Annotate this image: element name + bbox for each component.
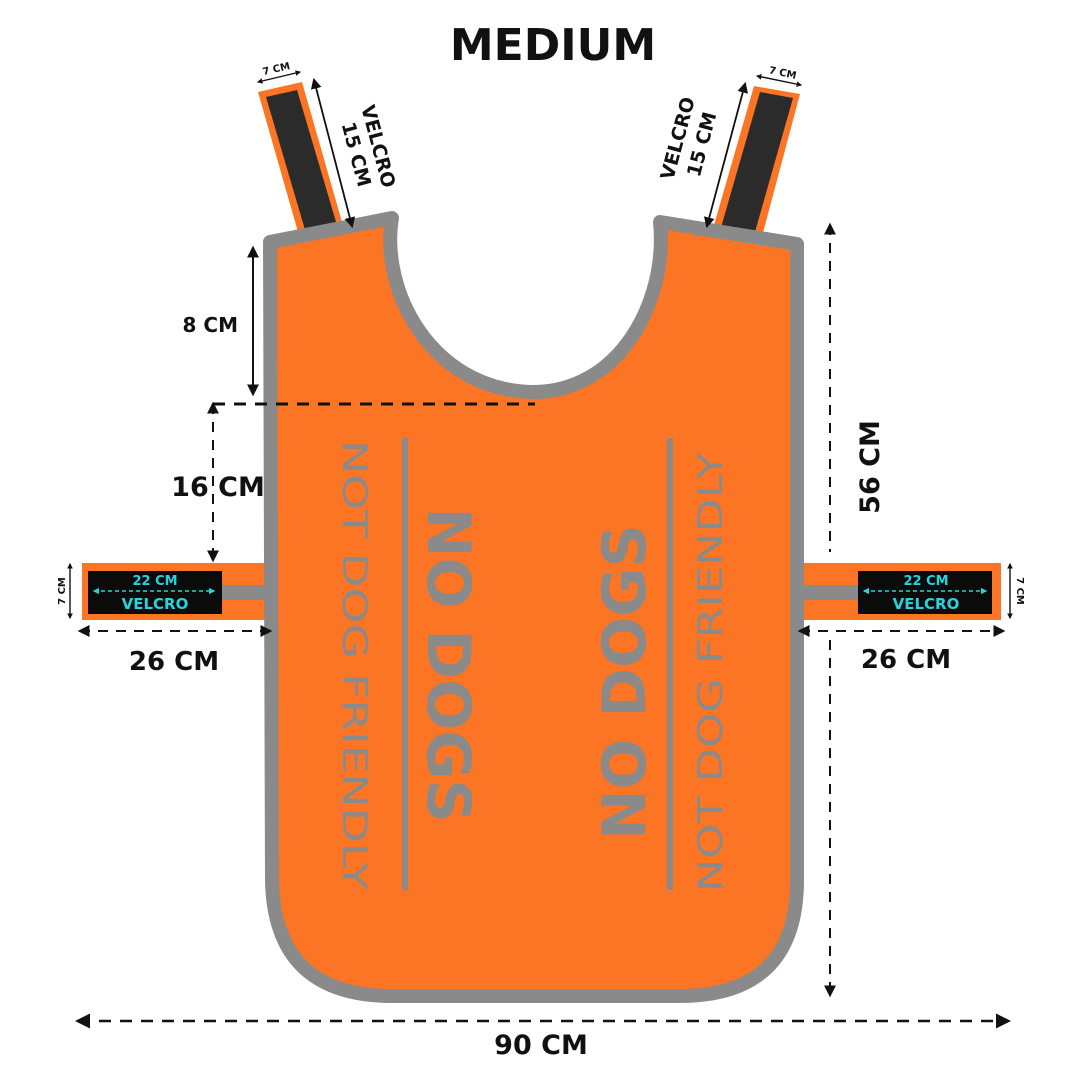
right-side-width-dims: 7 CM xyxy=(1007,562,1025,620)
vest-print-left: NO DOGS NOT DOG FRIENDLY xyxy=(334,438,483,890)
total-length-label: 56 CM xyxy=(855,420,886,514)
left-side-width-dims: 7 CM xyxy=(57,562,73,620)
left-side-velcro-word: VELCRO xyxy=(122,595,189,613)
left-panel-subline: NOT DOG FRIENDLY xyxy=(334,440,374,890)
left-shoulder-strap xyxy=(258,82,346,246)
right-side-strap: 22 CM VELCRO xyxy=(795,563,1001,620)
vest-body xyxy=(263,211,804,1003)
right-panel-headline: NO DOGS xyxy=(590,524,660,839)
chest-to-strap-label: 16 CM xyxy=(171,472,265,503)
neck-depth-label: 8 CM xyxy=(183,313,238,337)
right-panel-subline: NOT DOG FRIENDLY xyxy=(691,452,731,892)
right-side-velcro-word: VELCRO xyxy=(893,595,960,613)
right-side-width-label: 7 CM xyxy=(1014,577,1025,605)
right-side-length-label: 26 CM xyxy=(861,645,951,675)
left-panel-headline: NO DOGS xyxy=(413,507,483,822)
left-side-length-label: 26 CM xyxy=(129,647,219,677)
right-side-velcro-length: 22 CM xyxy=(903,574,948,589)
right-shoulder-strap xyxy=(712,86,800,244)
left-side-strap: 22 CM VELCRO xyxy=(82,563,275,620)
size-title: MEDIUM xyxy=(450,20,656,71)
total-width-label: 90 CM xyxy=(494,1030,588,1061)
left-side-velcro-length: 22 CM xyxy=(132,574,177,589)
vest-print-right: NO DOGS NOT DOG FRIENDLY xyxy=(590,438,731,892)
left-side-width-label: 7 CM xyxy=(57,577,68,605)
